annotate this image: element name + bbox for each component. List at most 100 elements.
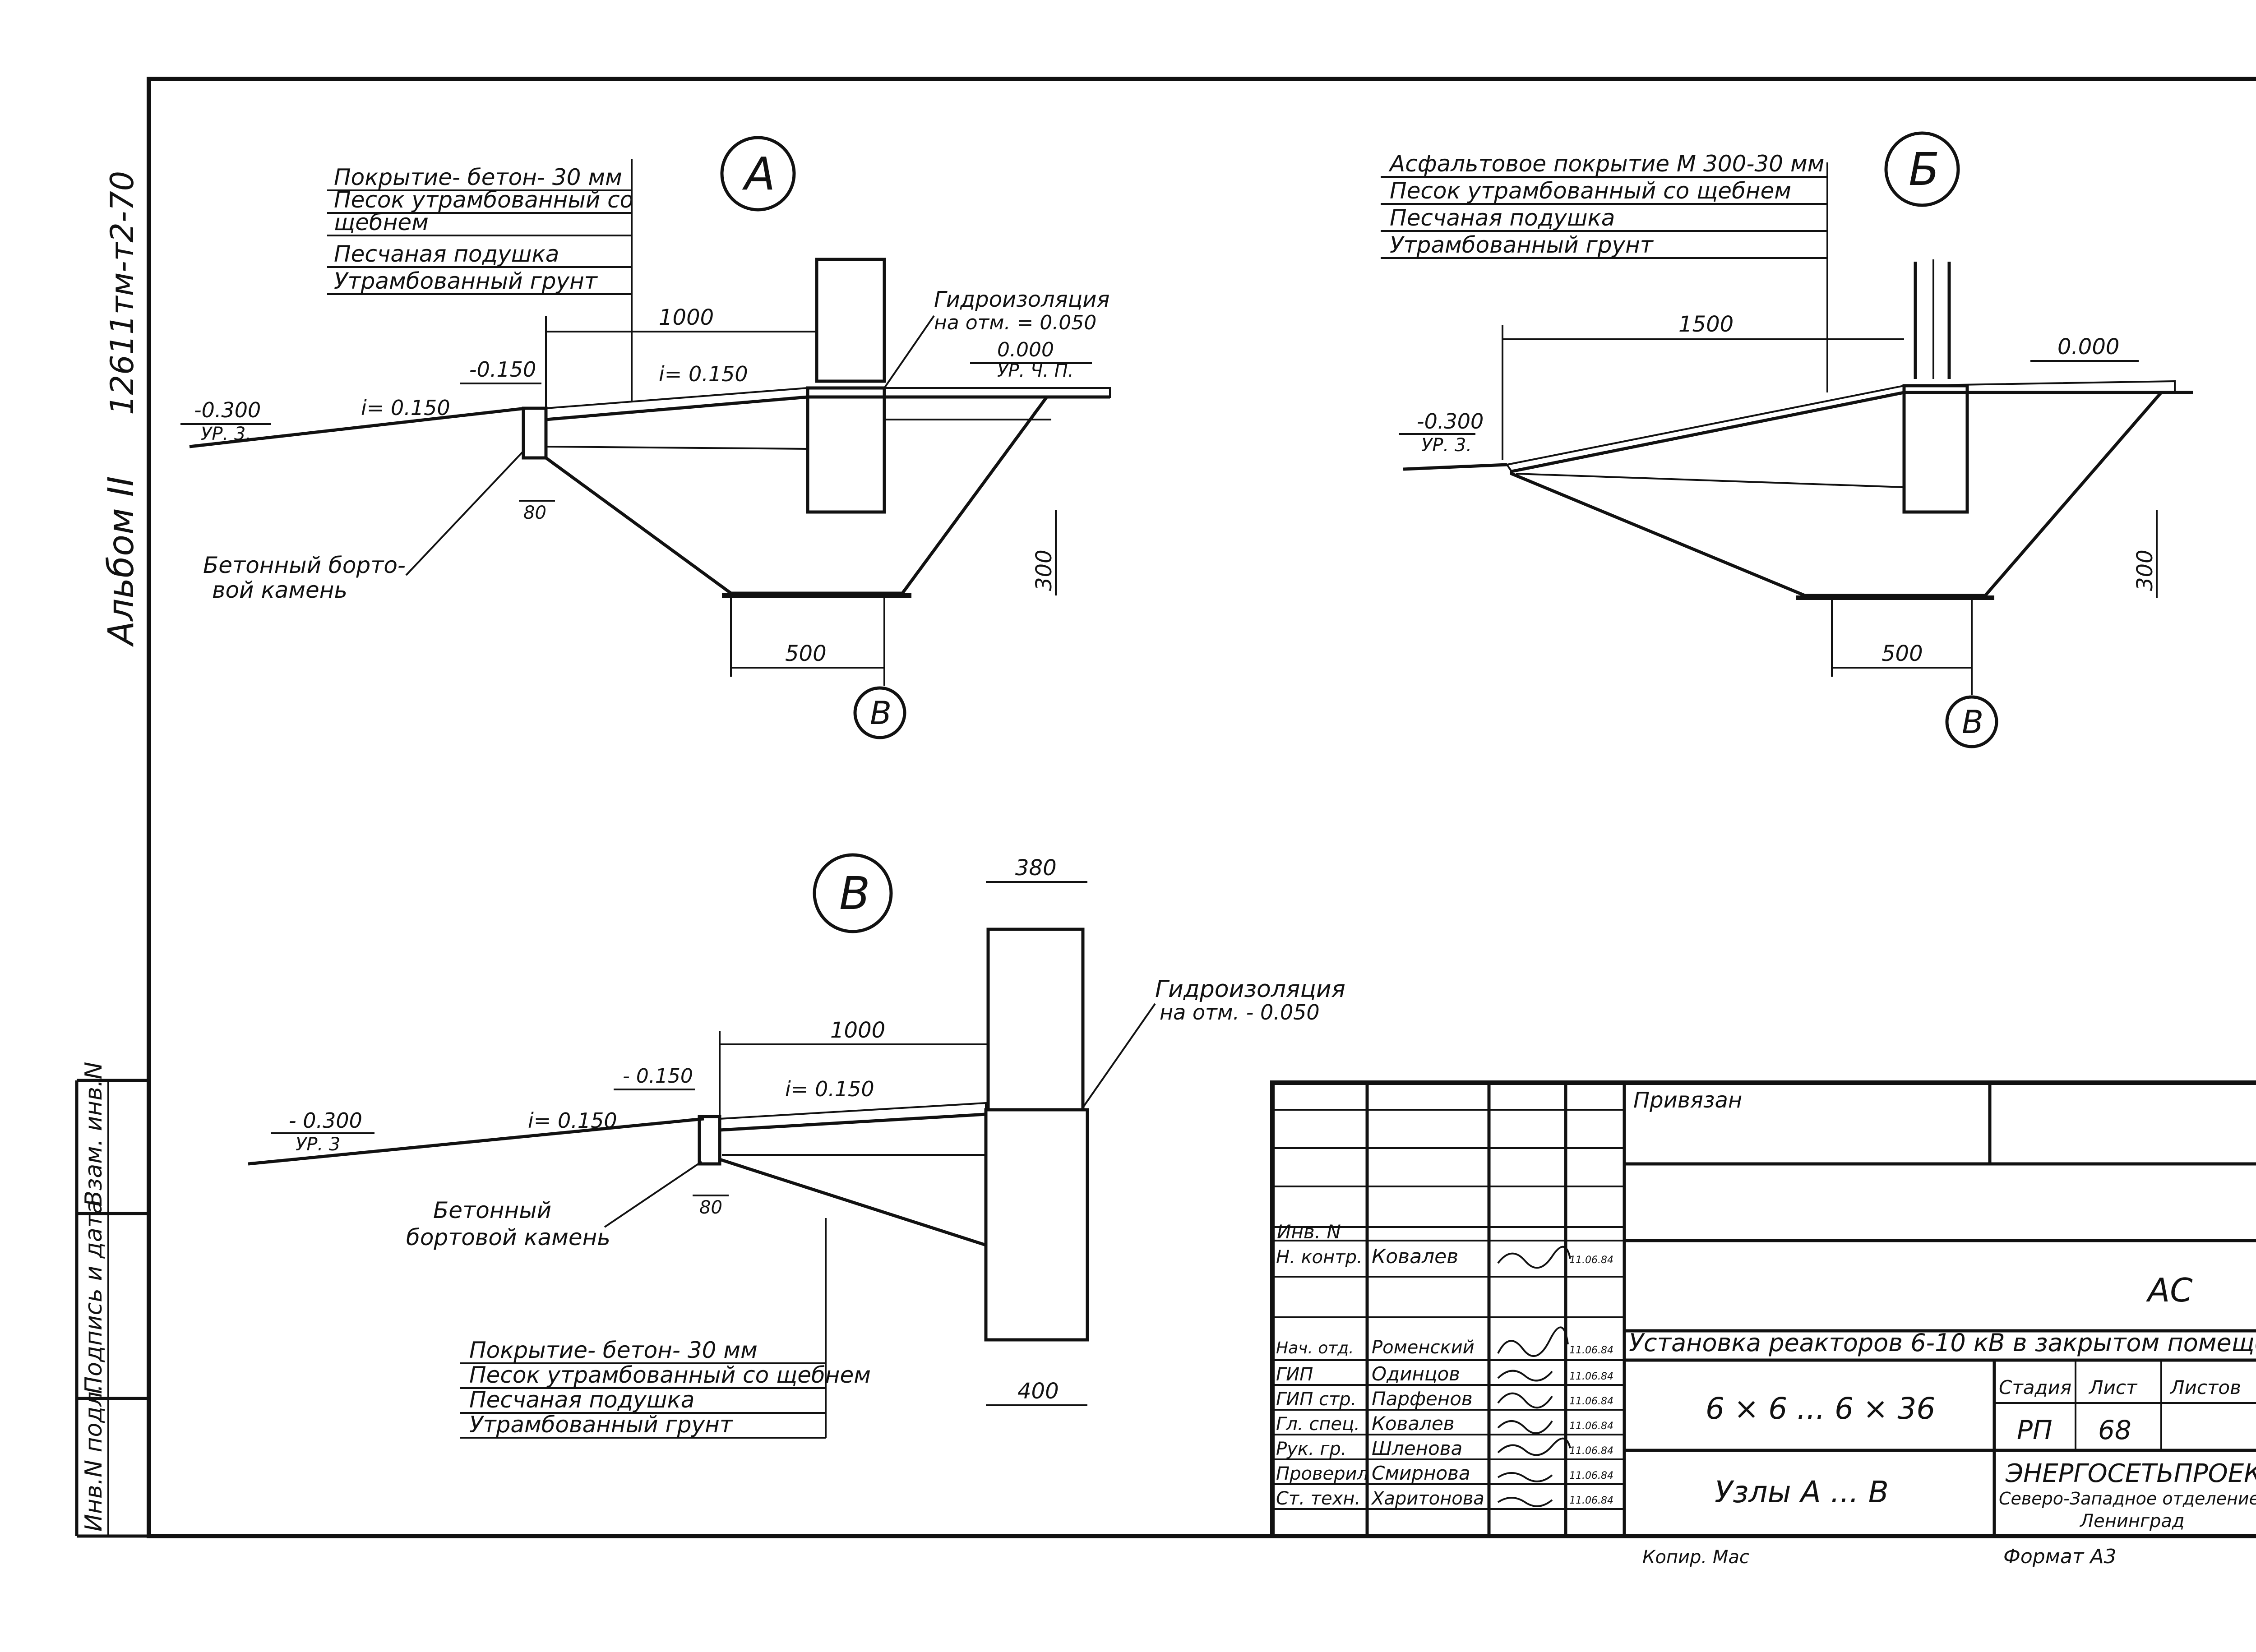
node-v-curb-2: бортовой камень (406, 1224, 610, 1251)
node-v-sand-cushion (718, 1112, 988, 1247)
tb-privyazan: Привязан (1633, 1088, 1742, 1113)
title-block-frame (1270, 1080, 2256, 1538)
left-strip-labels: Взам. инв.N Подпись и дата Инв.N подл. (80, 1062, 107, 1532)
node-a-slope-2: i= 0.150 (659, 362, 748, 386)
node-a-dim-80: 80 (523, 503, 546, 523)
node-v-layer-3: Песчаная подушка (469, 1387, 694, 1413)
node-b-asphalt (1505, 380, 2176, 473)
node-v-layer-2: Песок утрамбованный со щебнем (469, 1362, 871, 1388)
node-b-mark-circle (1884, 131, 1960, 207)
vzam-inv-label: Взам. инв.N (80, 1062, 107, 1207)
node-v-curb (698, 1115, 721, 1166)
node-v-ground-left (248, 1117, 704, 1166)
tb-role-5: Рук. гр. (1276, 1439, 1347, 1459)
tb-listov-h: Листов (2169, 1376, 2241, 1398)
tb-org-1: ЭНЕРГОСЕТЬПРОЕКТ (2005, 1459, 2256, 1488)
node-v-lvl-m03: - 0.300 (289, 1108, 362, 1133)
tb-date-4: 11.06.84 (1569, 1421, 1613, 1432)
node-b-lvl-m03: -0.300 (1417, 409, 1484, 434)
signature-6 (1497, 1472, 1553, 1482)
node-a-ur3: УР. 3. (201, 424, 251, 444)
node-a-ref-circle (853, 686, 906, 739)
node-v: В 380 Гидроизоляция на отм. - 0.050 1000… (248, 853, 1345, 1439)
node-a-hydro-leader (883, 315, 935, 389)
node-b-layer-1: Асфальтовое покрытие М 300-30 мм (1388, 151, 1824, 177)
tb-inv-n: Инв. N (1277, 1221, 1341, 1243)
album-label: Альбом II (101, 476, 142, 647)
node-a-mark: А (742, 148, 775, 200)
node-v-curb-leader (604, 1161, 703, 1228)
node-a-layer-5: Утрамбованный грунт (334, 268, 598, 294)
tb-role-6: Проверил (1276, 1463, 1368, 1484)
node-v-slope-1: i= 0.150 (528, 1108, 617, 1133)
node-v-lvl-m015: - 0.150 (623, 1065, 693, 1088)
tb-role-0: Н. контр. (1276, 1247, 1363, 1268)
signature-0 (1497, 1246, 1571, 1269)
node-a-lvl-m03: -0.300 (194, 398, 261, 422)
tb-date-2: 11.06.84 (1569, 1371, 1613, 1382)
node-b-foundation (1902, 384, 1969, 514)
signature-4 (1497, 1420, 1553, 1434)
node-a-slope-1: i= 0.150 (361, 396, 450, 420)
node-v-slope-2: i= 0.150 (785, 1077, 874, 1101)
tb-date-5: 11.06.84 (1569, 1445, 1613, 1457)
tb-stadia: РП (2017, 1415, 2053, 1445)
node-v-dim-80: 80 (699, 1197, 722, 1218)
footer-kopir: Копир. Мас (1642, 1547, 1749, 1568)
tb-date-1: 11.06.84 (1569, 1345, 1613, 1356)
node-b-layer-split (1516, 473, 1905, 488)
tb-name-1: Роменский (1372, 1337, 1475, 1358)
node-b-dim-500: 500 (1882, 641, 1923, 666)
node-b-layer-2: Песок утрамбованный со щебнем (1390, 178, 1791, 204)
signature-2 (1497, 1370, 1553, 1382)
node-v-foundation (984, 1108, 1089, 1342)
node-a-layer-1: Покрытие- бетон- 30 мм (334, 164, 622, 190)
footer-format: Формат А3 (2003, 1545, 2117, 1568)
tb-role-7: Ст. техн. (1276, 1488, 1360, 1509)
node-b-layer-4: Утрамбованный грунт (1390, 232, 1654, 258)
node-a-layer-4: Песчаная подушка (334, 241, 559, 267)
node-v-hydro-2: на отм. - 0.050 (1160, 1000, 1320, 1024)
node-a-curb-1: Бетонный борто- (203, 552, 406, 578)
node-a-layer-3: щебнем (334, 209, 429, 235)
tb-list: 68 (2098, 1415, 2131, 1445)
tb-sizes: 6 × 6 ... 6 × 36 (1706, 1391, 1935, 1426)
tb-role-3: ГИП стр. (1276, 1389, 1356, 1410)
node-v-mark: В (839, 867, 870, 920)
node-v-dim-380: 380 (1015, 855, 1057, 881)
node-v-layer-legend: Покрытие- бетон- 30 мм Песок утрамбованн… (460, 1218, 871, 1439)
node-v-layer-1: Покрытие- бетон- 30 мм (469, 1337, 758, 1363)
tb-name-3: Парфенов (1372, 1388, 1473, 1410)
node-a-lvl-000: 0.000 (997, 338, 1054, 361)
node-v-layer-4: Утрамбованный грунт (469, 1412, 734, 1438)
node-a-pavement (545, 387, 1111, 421)
node-b-sand-cushion (1510, 391, 2165, 597)
node-a-hydro-1: Гидроизоляция (934, 287, 1110, 312)
node-v-hydro-leader (1082, 1003, 1156, 1108)
tb-name-0: Ковалев (1372, 1245, 1458, 1268)
node-v-wall (986, 928, 1085, 1112)
tb-signatures (1497, 1246, 1571, 1507)
node-a-ref: В (870, 695, 892, 732)
tb-title: Установка реакторов 6-10 кВ в закрытом п… (1629, 1329, 2256, 1357)
node-v-ur3: УР. 3 (296, 1134, 340, 1155)
signature-5 (1497, 1437, 1571, 1456)
node-a-curb (522, 406, 548, 460)
tb-name-4: Ковалев (1372, 1412, 1454, 1435)
node-a-layer-legend: Покрытие- бетон- 30 мм Песок утрамбованн… (327, 159, 633, 401)
node-a-layer-2: Песок утрамбованный со (334, 187, 633, 213)
node-a-mark-circle (720, 136, 796, 212)
tb-code: АС (2146, 1271, 2193, 1309)
tb-role-4: Гл. спец. (1276, 1414, 1360, 1435)
node-v-dim-400: 400 (1017, 1379, 1059, 1404)
node-b-ref: В (1962, 704, 1983, 741)
node-a-dim-500: 500 (785, 641, 827, 666)
tb-name-6: Смирнова (1372, 1462, 1470, 1484)
podpis-label: Подпись и дата (80, 1200, 107, 1394)
node-v-curb-1: Бетонный (433, 1197, 551, 1223)
tb-date-3: 11.06.84 (1569, 1396, 1613, 1407)
node-a-curb-leader (405, 450, 524, 576)
node-a-dim-300: 300 (1031, 549, 1057, 591)
node-b-layer-3: Песчаная подушка (1390, 205, 1615, 231)
